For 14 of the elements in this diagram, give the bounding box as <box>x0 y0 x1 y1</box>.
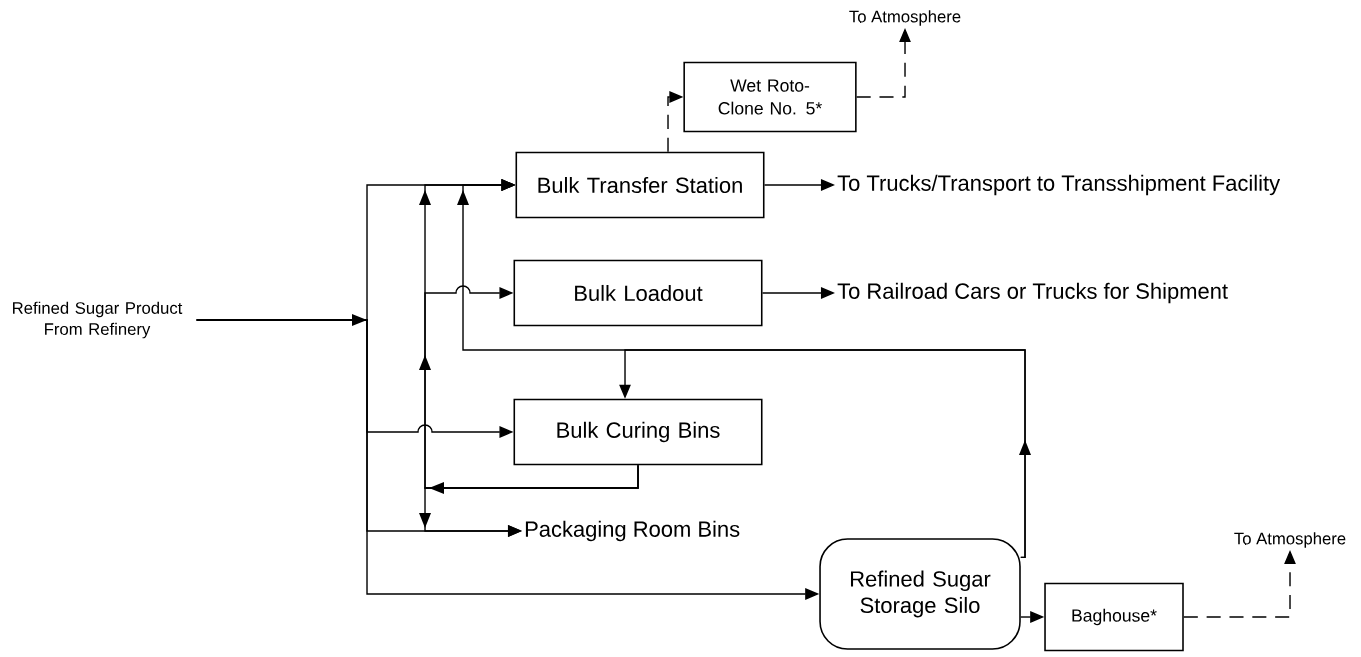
flow-label: To Atmosphere <box>1234 532 1346 548</box>
flow-label: To Railroad Cars or Trucks for Shipment <box>837 282 1228 304</box>
flow-label: Packaging Room Bins <box>525 520 740 542</box>
flow-label: Refined Sugar Product From Refinery <box>13 301 183 339</box>
flow-arrow <box>419 464 639 537</box>
process-box: Bulk Curing Bins <box>513 398 763 466</box>
silo-box: Refined Sugar Storage Silo <box>819 538 1021 650</box>
flow-label: To Atmosphere <box>849 10 961 26</box>
process-box: Wet Roto-Clone No. 5* <box>683 61 857 133</box>
flow-label: To Trucks/Transport to Transshipment Facility <box>837 174 1281 196</box>
process-box: Bulk Loadout <box>513 259 763 327</box>
flow-arrow <box>619 349 1026 559</box>
process-box: Baghouse* <box>1044 582 1184 652</box>
process-box: Bulk Transfer Station <box>515 151 765 219</box>
